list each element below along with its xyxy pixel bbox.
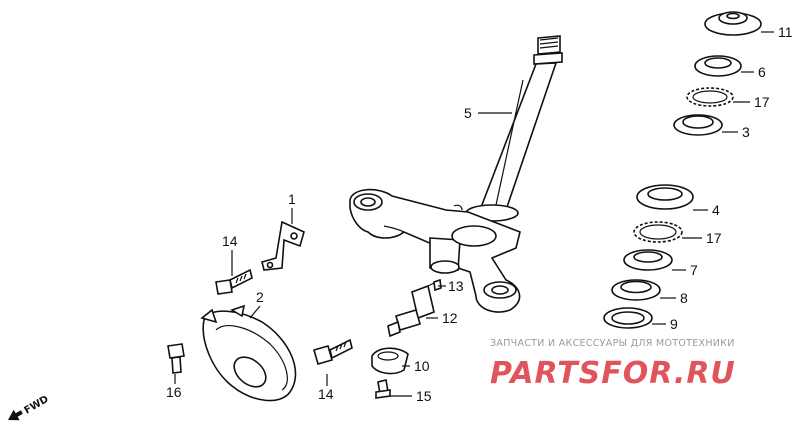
steel-balls-17-upper xyxy=(686,87,734,107)
callout-9: 9 xyxy=(670,316,678,332)
horn-bracket xyxy=(261,220,305,271)
steering-stem xyxy=(465,35,563,222)
forward-arrow-icon xyxy=(8,409,23,421)
lock-cover xyxy=(371,347,409,375)
callout-12: 12 xyxy=(442,310,458,326)
leader-lines xyxy=(174,31,774,397)
cone-race-6 xyxy=(694,55,742,77)
watermark: ЗАПЧАСТИ И АКСЕССУАРЫ ДЛЯ МОТОТЕХНИКИ PA… xyxy=(490,338,736,391)
callout-11: 11 xyxy=(778,24,793,40)
callout-5: 5 xyxy=(464,105,472,121)
callout-labels: 1 2 3 4 5 6 7 8 9 10 11 12 13 14 14 15 1… xyxy=(166,24,793,404)
fwd-label: FWD xyxy=(22,394,50,417)
steering-lock xyxy=(387,278,442,338)
callout-13: 13 xyxy=(448,278,464,294)
screw-15 xyxy=(375,379,391,399)
steel-balls-17-lower xyxy=(633,221,683,243)
callout-1: 1 xyxy=(288,191,296,207)
callout-2: 2 xyxy=(256,289,264,305)
horn xyxy=(200,304,297,402)
dust-seal-8 xyxy=(611,279,661,301)
watermark-tagline: ЗАПЧАСТИ И АКСЕССУАРЫ ДЛЯ МОТОТЕХНИКИ xyxy=(490,338,735,349)
callout-16: 16 xyxy=(166,384,182,400)
watermark-brand: PARTSFOR.RU xyxy=(490,356,736,391)
callout-3: 3 xyxy=(742,124,750,140)
lower-triple-clamp xyxy=(349,188,521,313)
ball-race-4 xyxy=(636,184,694,210)
ball-race-3 xyxy=(673,114,723,136)
callout-17-lower: 17 xyxy=(706,230,722,246)
callout-7: 7 xyxy=(690,262,698,278)
adjusting-nut-11 xyxy=(704,11,762,36)
cone-race-7 xyxy=(623,249,673,271)
bolt-14-left xyxy=(215,268,253,295)
callout-6: 6 xyxy=(758,64,766,80)
callout-14-right: 14 xyxy=(318,386,334,402)
callout-14-left: 14 xyxy=(222,233,238,249)
callout-15: 15 xyxy=(416,388,432,404)
bolt-16 xyxy=(167,343,185,374)
callout-8: 8 xyxy=(680,290,688,306)
forward-direction-marker: FWD xyxy=(8,394,51,421)
callout-4: 4 xyxy=(712,202,720,218)
callout-10: 10 xyxy=(414,358,430,374)
bolt-14-right xyxy=(313,338,353,365)
dust-seal-washer-9 xyxy=(603,307,653,329)
callout-17-upper: 17 xyxy=(754,94,770,110)
